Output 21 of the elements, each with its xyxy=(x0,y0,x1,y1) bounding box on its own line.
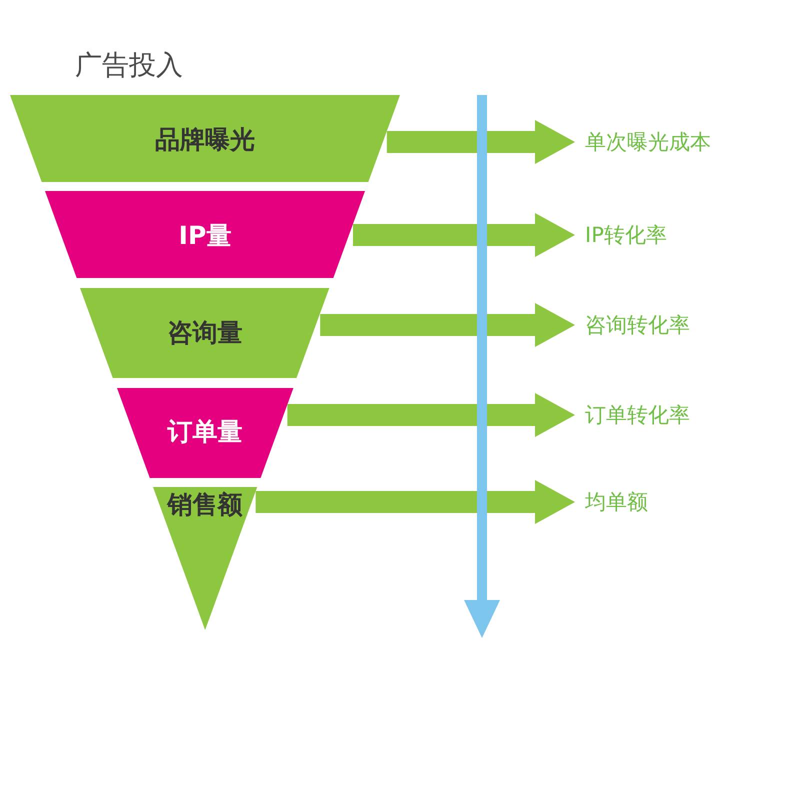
arrow xyxy=(256,480,575,524)
metric-label: 均单额 xyxy=(585,489,648,515)
arrow xyxy=(386,120,575,164)
metric-label: 订单转化率 xyxy=(585,402,690,428)
segment-label: 订单量 xyxy=(167,417,242,447)
funnel-segment xyxy=(152,487,258,630)
funnel-segment xyxy=(10,95,400,182)
diagram-title: 广告投入 xyxy=(75,50,183,82)
segment-label: 销售额 xyxy=(167,490,242,520)
funnel-segment xyxy=(80,288,330,378)
segment-label: IP量 xyxy=(178,221,232,251)
funnel-segment xyxy=(44,191,365,278)
segment-label: 咨询量 xyxy=(167,318,242,348)
metric-label: 咨询转化率 xyxy=(585,312,690,338)
segment-label: 品牌曝光 xyxy=(155,125,255,155)
funnel-segment xyxy=(116,388,294,478)
metric-label: IP转化率 xyxy=(585,222,667,248)
arrow xyxy=(320,303,575,347)
metric-label: 单次曝光成本 xyxy=(585,129,711,155)
arrow xyxy=(352,213,575,257)
arrow xyxy=(287,393,575,437)
